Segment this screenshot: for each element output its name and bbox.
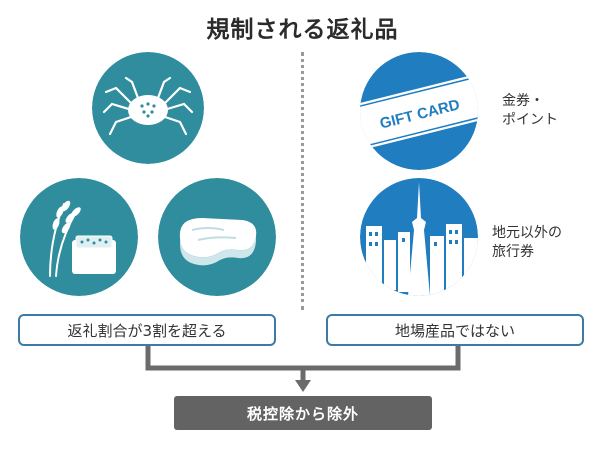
right-condition-text: 地場産品ではない [394,321,515,340]
gift-card-icon: GIFT CARD [360,52,478,170]
voucher-label-line-1: 金券・ [502,93,544,109]
travel-voucher-label-line-1: 地元以外の [492,225,562,241]
voucher-label: 金券・ ポイント [502,92,558,130]
left-condition-box: 返礼割合が3割を超える [18,314,276,346]
diagram-title: 規制される返礼品 [206,17,399,43]
travel-voucher-label: 地元以外の 旅行券 [492,224,562,262]
center-divider [301,52,304,310]
city-skyline-icon [360,178,478,296]
rice-icon [20,178,138,296]
result-box: 税控除から除外 [174,396,432,430]
crab-icon [92,52,204,164]
travel-voucher-label-line-2: 旅行券 [492,244,534,260]
voucher-label-line-2: ポイント [502,112,558,128]
left-condition-text: 返礼割合が3割を超える [67,321,227,340]
result-text: 税控除から除外 [246,404,359,423]
beef-icon [158,178,276,296]
right-condition-box: 地場産品ではない [326,314,584,346]
